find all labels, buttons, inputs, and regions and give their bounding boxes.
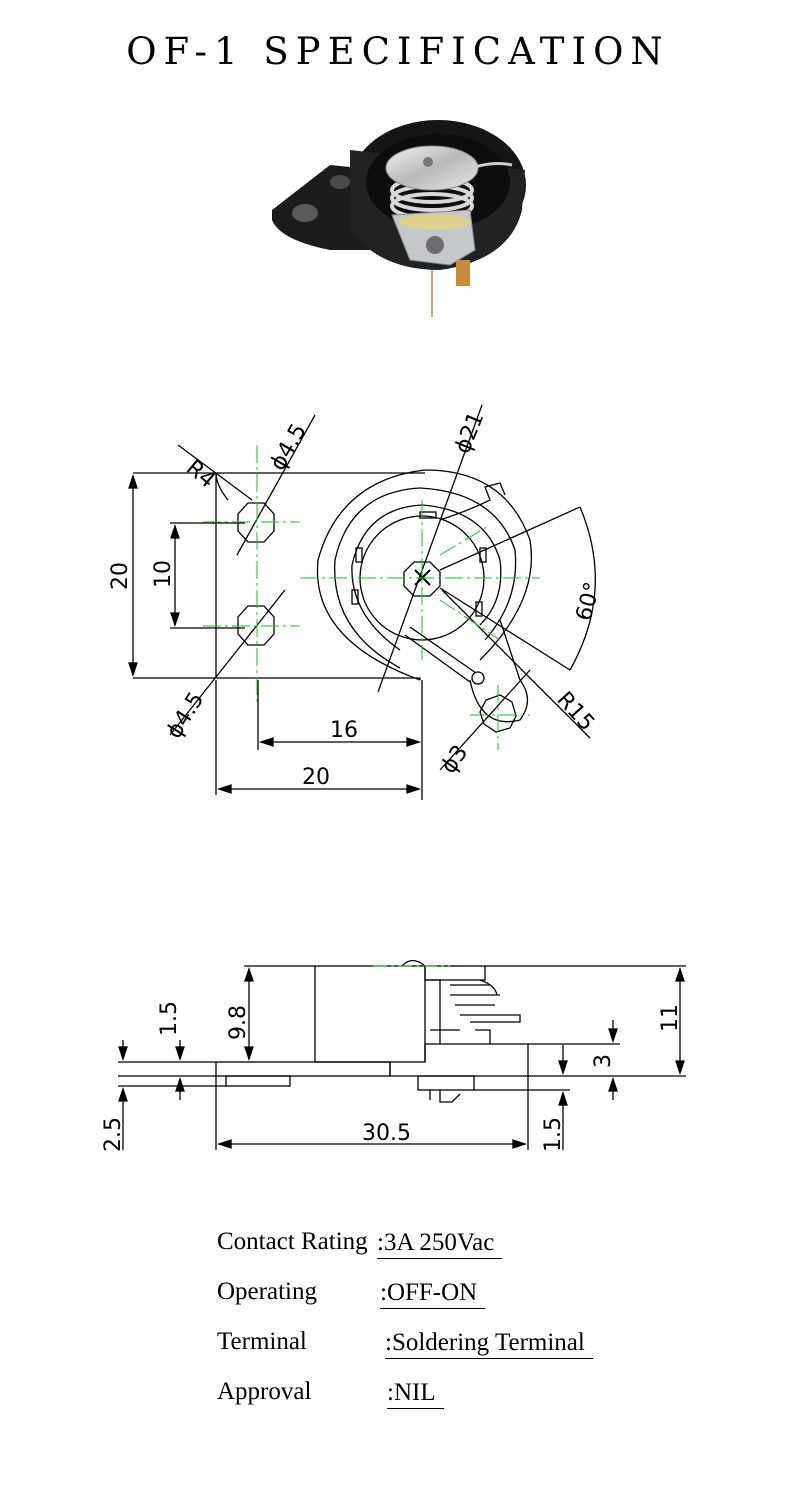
spec-value: :OFF-ON — [380, 1278, 486, 1309]
dim-30-5: 30.5 — [362, 1121, 411, 1146]
dim-width-16: 16 — [330, 718, 358, 743]
page-title: OF-1 SPECIFICATION — [126, 30, 670, 73]
side-view — [118, 959, 686, 1150]
dim-dia45-bottom: ϕ4.5 — [162, 688, 209, 743]
dim-11: 11 — [658, 1004, 683, 1032]
dim-dia45-top: ϕ4.5 — [266, 420, 312, 475]
dim-3: 3 — [591, 1054, 616, 1068]
spec-label: Contact Rating — [217, 1228, 368, 1255]
dim-height-10: 10 — [151, 560, 176, 588]
dim-dia21: ϕ21 — [450, 408, 489, 457]
dim-r4: R4 — [181, 455, 220, 493]
dim-width-20: 20 — [302, 765, 330, 790]
dim-1-5-bottom: 1.5 — [541, 1117, 566, 1152]
spec-value: :3A 250Vac — [377, 1228, 503, 1259]
spec-label: Approval — [217, 1378, 312, 1405]
dim-height-20: 20 — [108, 562, 133, 590]
center-lines — [203, 445, 540, 750]
side-view-labels: 1.5 9.8 11 3 2.5 30.5 1.5 — [101, 1001, 683, 1152]
dim-2-5: 2.5 — [101, 1117, 126, 1152]
top-view — [128, 404, 596, 800]
spec-label: Terminal — [217, 1328, 307, 1355]
dim-r15: R15 — [552, 687, 600, 736]
spec-label: Operating — [217, 1278, 317, 1305]
dim-angle-60: 60° — [572, 579, 606, 623]
spec-value: :NIL — [387, 1378, 444, 1409]
dim-1-5-top: 1.5 — [157, 1001, 182, 1036]
spec-value: :Soldering Terminal — [385, 1328, 593, 1359]
dim-dia3: ϕ3 — [436, 741, 473, 779]
product-photo — [272, 120, 526, 317]
dim-9-8: 9.8 — [226, 1005, 251, 1040]
